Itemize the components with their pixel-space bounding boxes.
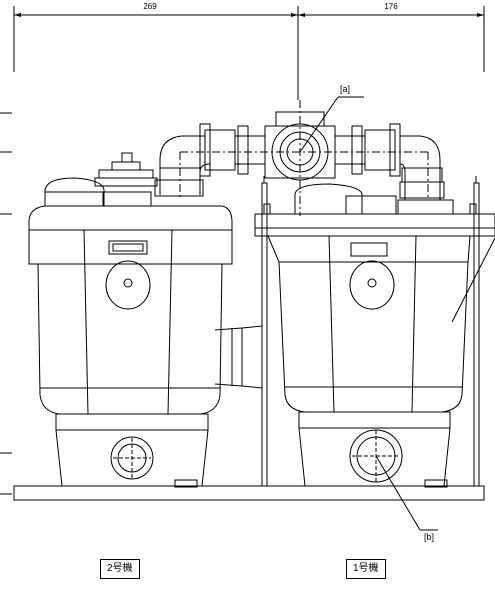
dimension-left: 269 xyxy=(143,2,157,11)
dimension-right: 176 xyxy=(384,2,398,11)
unit2-body xyxy=(28,152,263,487)
overhead-piping xyxy=(154,100,445,216)
dimension-lines xyxy=(0,6,485,495)
base-plate xyxy=(13,479,485,501)
callout-b: [b] xyxy=(424,532,434,542)
callout-a: [a] xyxy=(340,84,350,94)
unit2-label: 2号機 xyxy=(100,559,140,579)
callout-leaders xyxy=(299,96,495,531)
frame-posts xyxy=(261,176,480,487)
unit1-body xyxy=(254,183,495,487)
unit1-label: 1号機 xyxy=(346,559,386,579)
